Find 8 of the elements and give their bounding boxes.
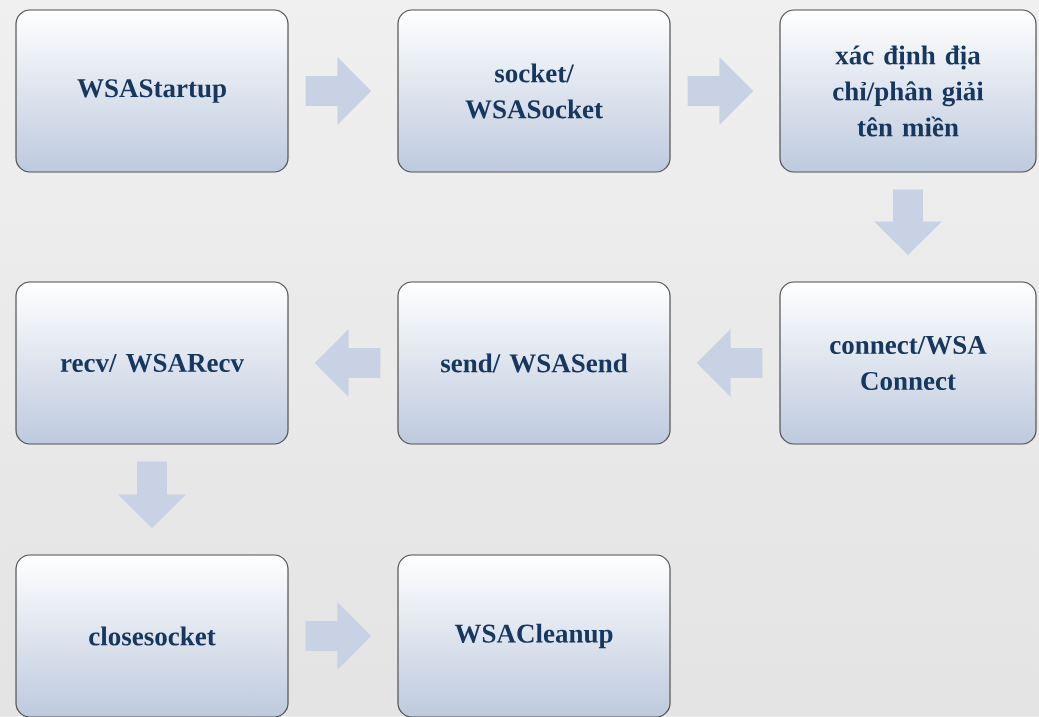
process-box: send/ WSASend [397, 281, 671, 445]
process-box: xác định địa chỉ/phân giải tên miền [779, 9, 1037, 173]
process-box: closesocket [15, 554, 289, 717]
process-box: WSAStartup [15, 9, 289, 173]
process-box: socket/ WSASocket [397, 9, 671, 173]
process-box: connect/WSA Connect [779, 281, 1037, 445]
process-box: WSACleanup [397, 554, 671, 717]
process-box: recv/ WSARecv [15, 281, 289, 445]
